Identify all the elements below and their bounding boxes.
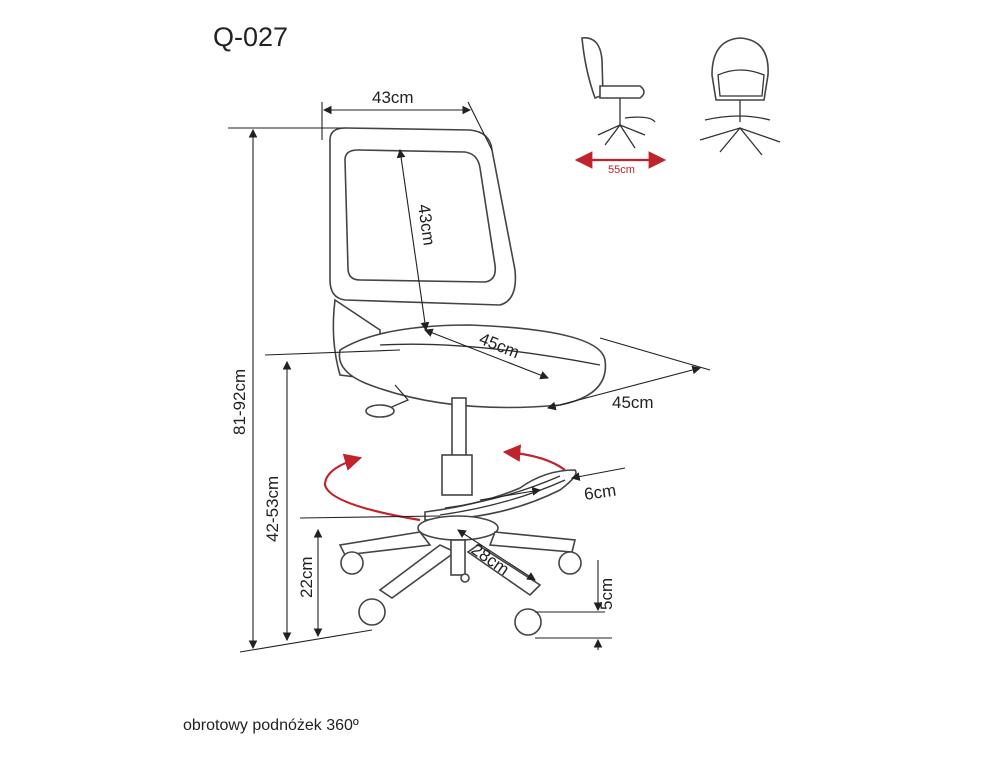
label-backrest-width: 43cm [372, 88, 414, 107]
label-footrest-width: 6cm [583, 481, 617, 504]
rotation-arrow-left [323, 453, 421, 522]
back-view-thumbnail [699, 37, 781, 156]
label-caster-height: 5cm [597, 578, 616, 610]
label-seat-height: 42-53cm [263, 476, 282, 542]
label-total-height: 81-92cm [230, 369, 249, 435]
chair-drawing [329, 127, 607, 636]
rotation-arrow-right [502, 444, 566, 471]
product-title: Q-027 [213, 22, 288, 52]
side-view-thumbnail: 55cm [574, 37, 667, 176]
label-side-view-depth: 55cm [608, 164, 635, 176]
dimension-lines [228, 101, 711, 653]
label-footrest-height: 22cm [297, 556, 316, 598]
label-seat-width: 45cm [612, 393, 654, 412]
caption: obrotowy podnóżek 360º [183, 717, 359, 734]
